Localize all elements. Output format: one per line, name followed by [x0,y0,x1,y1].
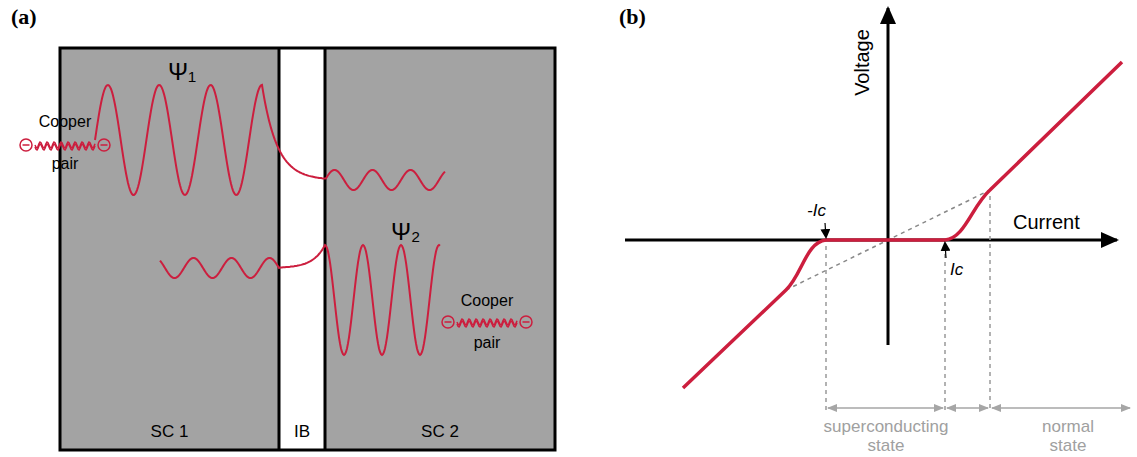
region-label: IB [279,422,325,442]
region-label: SC 2 [325,422,555,442]
wavefunction-1 [95,85,445,195]
junction-outline [60,48,555,450]
electron-symbol [98,139,110,151]
axis-label: Voltage [851,29,874,96]
cooper-pair-symbols [20,139,532,328]
state-label: normal state [1023,417,1113,455]
pairing-squiggle [457,319,517,325]
electron-symbol [442,316,454,328]
minus-sign [445,321,452,323]
pointer-arrow [825,223,826,237]
critical-current-label: -Ic [807,201,826,221]
panel-letter: (a) [11,4,37,30]
barrier-region [279,48,325,450]
region-label: SC 1 [60,422,279,442]
barrier-edge [278,48,281,450]
range-arrow [828,407,943,409]
material-region: SC 1 [60,48,279,450]
range-arrow [992,407,1130,409]
barrier-edge [324,48,327,450]
material-region: SC 2 [325,48,555,450]
minus-sign [23,144,30,146]
pairing-squiggle [35,142,95,148]
sc2-region [325,48,555,450]
critical-current-label: Ic [950,260,963,280]
axis-label: Current [1013,211,1080,234]
pairing-squiggle [35,144,95,150]
minus-sign [523,321,530,323]
sc1-region [60,48,279,450]
iv-curve [683,62,1122,388]
range-arrow [947,407,988,409]
electron-symbol [520,316,532,328]
wavefunction-label: Ψ₂ [391,218,420,246]
material-region: IB [279,48,325,450]
guide-line [989,196,991,412]
voltage-axis [887,8,890,345]
pairing-squiggle [457,321,517,327]
guide-line [944,246,946,412]
wavefunction-2 [160,245,440,355]
wavefunction-label: Ψ₁ [168,58,196,86]
cooper-pair-label: Cooper pair [455,280,519,364]
state-label: superconducting state [806,417,966,455]
pointer-arrow [945,243,946,258]
cooper-pair-label: Cooper pair [33,101,97,185]
wavefunctions [95,85,445,355]
minus-sign [101,144,108,146]
panel-letter: (b) [619,4,646,30]
electron-symbol [20,139,32,151]
guide-line [825,246,827,412]
